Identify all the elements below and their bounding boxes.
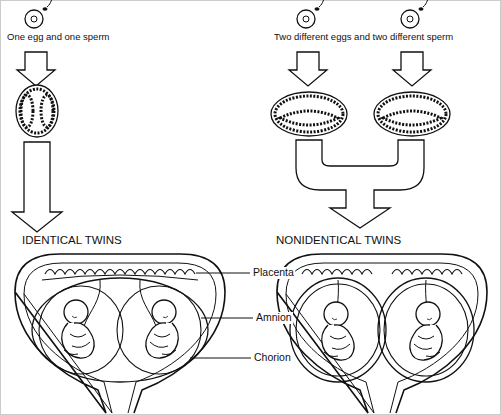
leader-line [201, 318, 253, 319]
part-label: Placenta [252, 267, 295, 279]
hollow-arrow [289, 52, 327, 86]
heading-label: NONIDENTICAL TWINS [276, 234, 401, 247]
hollow-arrow [17, 52, 55, 86]
uterus-nonidentical [277, 254, 487, 413]
caption-label: One egg and one sperm [6, 32, 110, 42]
blastocyst [271, 92, 347, 136]
leader-line [190, 358, 251, 359]
blastocyst [374, 92, 450, 136]
egg-sperm [401, 0, 438, 28]
blastocyst [16, 85, 58, 137]
part-label: Amnion [255, 312, 293, 324]
egg-sperm [25, 0, 62, 28]
heading-label: IDENTICAL TWINS [22, 234, 122, 247]
hollow-arrow [12, 142, 62, 232]
part-label: Chorion [253, 352, 292, 364]
merging-arrow [296, 140, 424, 228]
caption-label: Two different eggs and two different spe… [273, 32, 454, 42]
egg-sperm [297, 0, 334, 28]
hollow-arrow [393, 52, 431, 86]
leader-line [196, 273, 250, 274]
uterus-identical [15, 254, 225, 413]
